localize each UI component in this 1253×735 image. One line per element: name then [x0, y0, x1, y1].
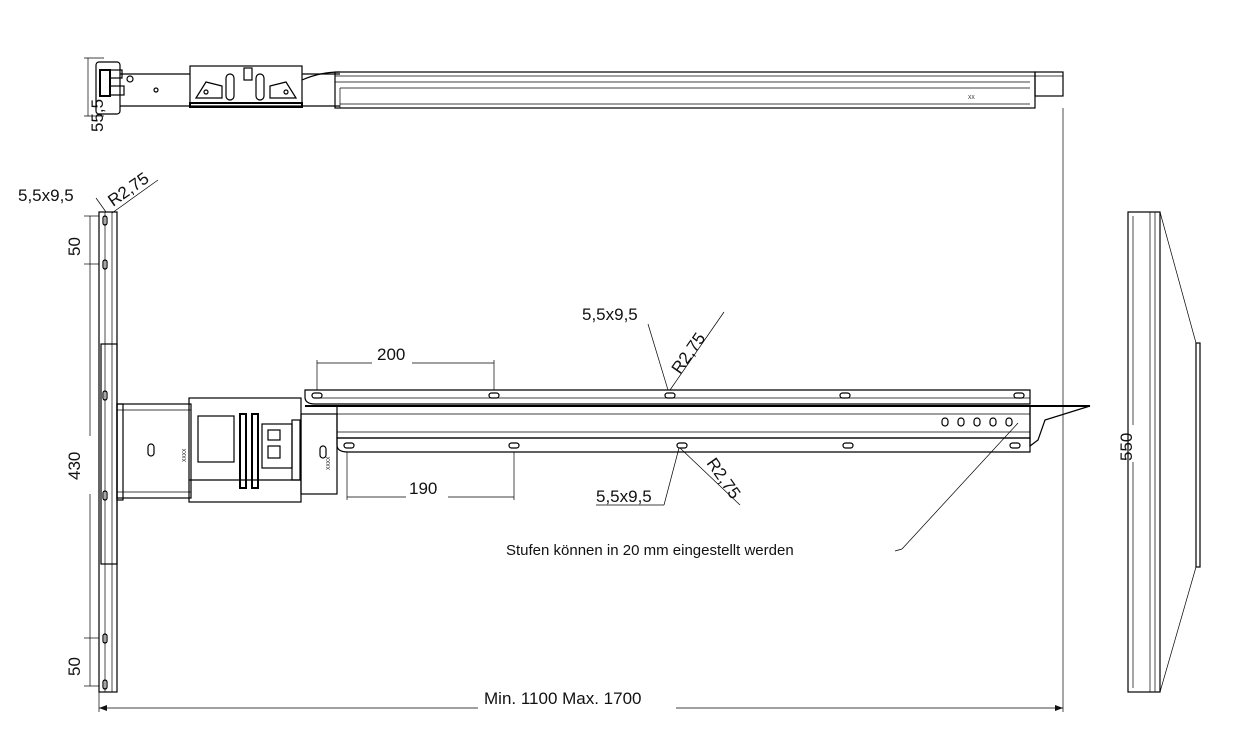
carriage-assembly: XXXX XXXX	[116, 397, 338, 503]
slot	[102, 679, 108, 690]
slot	[102, 390, 108, 401]
top-rail: XX	[334, 71, 1064, 109]
lower-slot-label: 5,5x9,5	[596, 487, 652, 506]
slot	[343, 442, 355, 449]
lower-radius-label: R2,75	[703, 454, 745, 502]
top-height-label: 55,5	[88, 99, 107, 132]
slot	[1009, 442, 1021, 449]
vertical-mounting-bar: 50 430 50 5,5x9,5 R2,75	[18, 169, 159, 693]
top-profile-view: 55,5	[84, 57, 1064, 132]
slot	[102, 259, 108, 270]
bracket-code-right: XXXX	[326, 456, 332, 470]
top-slot-label: 5,5x9,5	[18, 186, 74, 205]
slot	[102, 633, 108, 644]
total-width-label: 430	[65, 452, 84, 480]
side-width-label: 550	[1117, 433, 1136, 461]
slot	[676, 442, 688, 449]
slot	[508, 442, 520, 449]
slot	[1013, 392, 1025, 399]
upper-pitch-label: 200	[377, 345, 405, 364]
length-dimension: Min. 1100 Max. 1700	[98, 108, 1064, 712]
side-view: 550	[1117, 211, 1201, 693]
top-bracket	[95, 61, 190, 115]
slot	[102, 490, 108, 501]
rail-code-marking: XX	[968, 95, 975, 101]
lower-pitch-label: 190	[409, 479, 437, 498]
bracket-code-left: XXXX	[182, 448, 188, 462]
slot	[311, 392, 323, 399]
step-adjust-note: Stufen können in 20 mm eingestellt werde…	[506, 542, 794, 559]
slot	[842, 442, 854, 449]
slot	[488, 392, 500, 399]
slot	[664, 392, 676, 399]
length-label: Min. 1100 Max. 1700	[484, 689, 642, 708]
lower-spacing-label: 50	[65, 657, 84, 676]
upper-spacing-label: 50	[65, 237, 84, 256]
slot	[102, 215, 108, 226]
slot	[839, 392, 851, 399]
plan-rail: 200 5,5x9,5 R2,75 190 5,5x9,5 R2,75 Stuf…	[304, 305, 1091, 559]
top-adjuster-block	[189, 65, 341, 108]
upper-slot-label: 5,5x9,5	[582, 305, 638, 324]
upper-radius-label: R2,75	[668, 329, 710, 377]
